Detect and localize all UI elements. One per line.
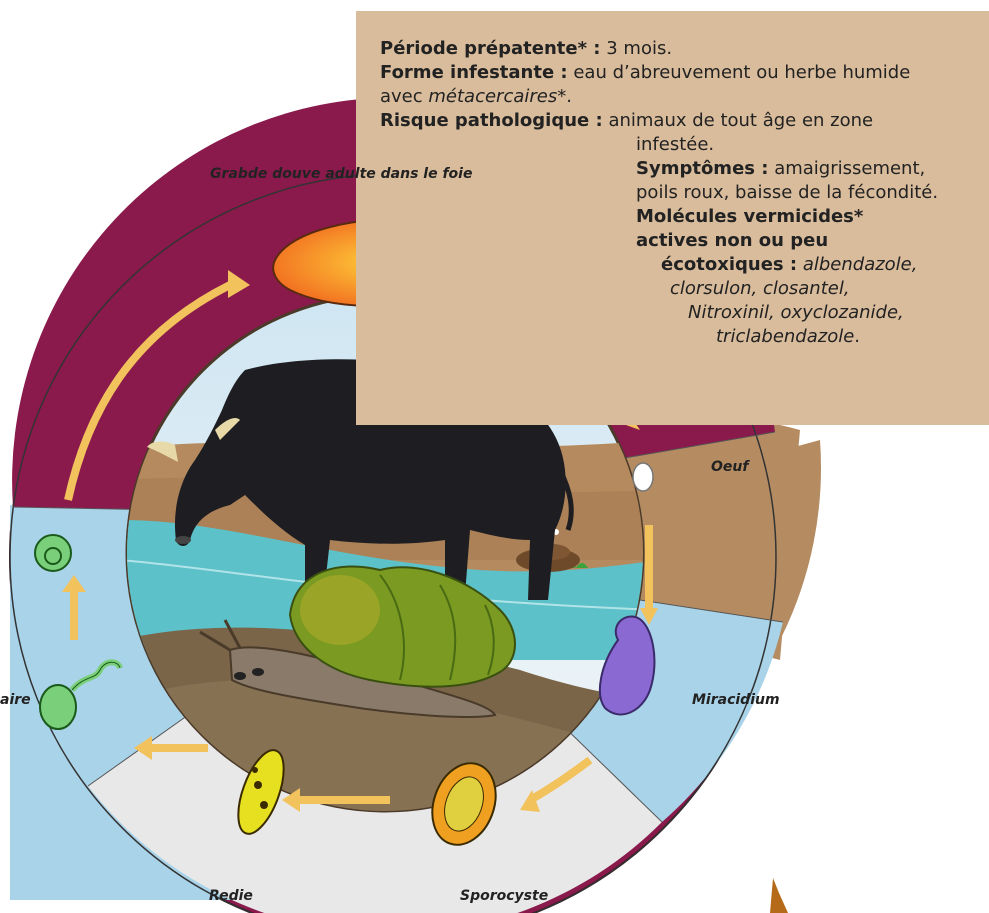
info-symptoms: Symptômes : amaigrissement, xyxy=(636,157,925,181)
info-molecules-2: actives non ou peu xyxy=(636,229,828,253)
info-symptoms-2: poils roux, baisse de la fécondité. xyxy=(636,181,938,205)
info-molecules-6: triclabendazole. xyxy=(716,325,860,349)
label-cercaria: aire xyxy=(0,692,31,708)
label-egg: Oeuf xyxy=(711,459,748,475)
info-molecules-3: écotoxiques : albendazole, xyxy=(661,253,917,277)
info-infective-2: avec métacercaires*. xyxy=(380,85,572,109)
corner-mark xyxy=(770,878,788,913)
label-redia: Redie xyxy=(209,888,253,904)
info-infective: Forme infestante : eau d’abreuvement ou … xyxy=(380,61,910,85)
info-molecules-4: clorsulon, closantel, xyxy=(670,277,850,301)
info-risk: Risque pathologique : animaux de tout âg… xyxy=(380,109,873,133)
egg-icon xyxy=(633,463,653,491)
metacercaria-icon xyxy=(35,535,71,571)
info-prepatent: Période prépatente* : 3 mois. xyxy=(380,37,672,61)
label-sporocyst: Sporocyste xyxy=(460,888,548,904)
label-adult: Grabde douve adulte dans le foie xyxy=(210,166,472,182)
label-miracidium: Miracidium xyxy=(692,692,780,708)
info-molecules-5: Nitroxinil, oxyclozanide, xyxy=(688,301,904,325)
info-molecules-1: Molécules vermicides* xyxy=(636,205,863,229)
info-risk-2: infestée. xyxy=(636,133,714,157)
